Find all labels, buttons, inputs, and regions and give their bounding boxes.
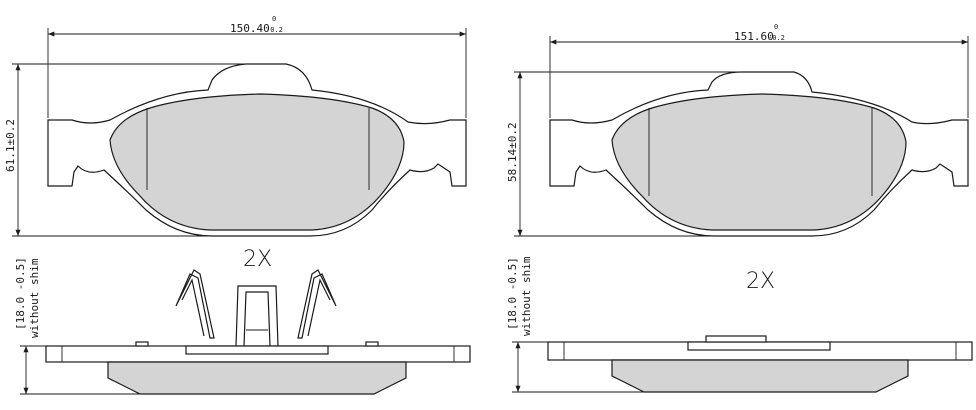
right-thickness-label: [18.0 -0.5] <box>506 257 519 330</box>
left-side-friction <box>107 361 407 395</box>
left-width-value: 150.40 <box>230 22 270 35</box>
left-height-dimension: 61.1±0.2 <box>4 63 246 237</box>
left-thickness-dimension: [18.0 -0.5] without shim <box>14 257 140 395</box>
right-friction-material <box>611 93 907 231</box>
right-quantity-label: 2X <box>746 269 775 294</box>
left-friction-material <box>109 93 405 231</box>
left-width-tol-lower: -0.2 <box>266 26 283 34</box>
left-pad-side-view <box>45 269 471 395</box>
left-width-dimension: 150.40 0 -0.2 <box>47 15 467 118</box>
right-width-dimension: 151.60 0 -0.2 <box>549 23 969 118</box>
right-width-tol-lower: -0.2 <box>768 34 785 42</box>
right-thickness-dimension: [18.0 -0.5] without shim <box>506 256 644 393</box>
right-width-value: 151.60 <box>734 30 774 43</box>
left-spring-clip <box>175 269 215 339</box>
right-width-tol-upper: 0 <box>774 23 778 31</box>
right-height-label: 58.14±0.2 <box>506 122 519 182</box>
right-height-dimension: 58.14±0.2 <box>506 71 742 237</box>
left-quantity-label: 2X <box>243 247 272 272</box>
left-height-label: 61.1±0.2 <box>4 119 17 172</box>
left-thickness-note: without shim <box>28 258 41 338</box>
left-thickness-label: [18.0 -0.5] <box>14 257 27 330</box>
left-pad-front-view <box>47 63 467 237</box>
right-pad-side-view <box>547 335 973 393</box>
right-side-friction <box>611 359 909 393</box>
right-pad-front-view <box>549 71 969 237</box>
right-thickness-note: without shim <box>520 256 533 336</box>
left-width-tol-upper: 0 <box>272 15 276 23</box>
